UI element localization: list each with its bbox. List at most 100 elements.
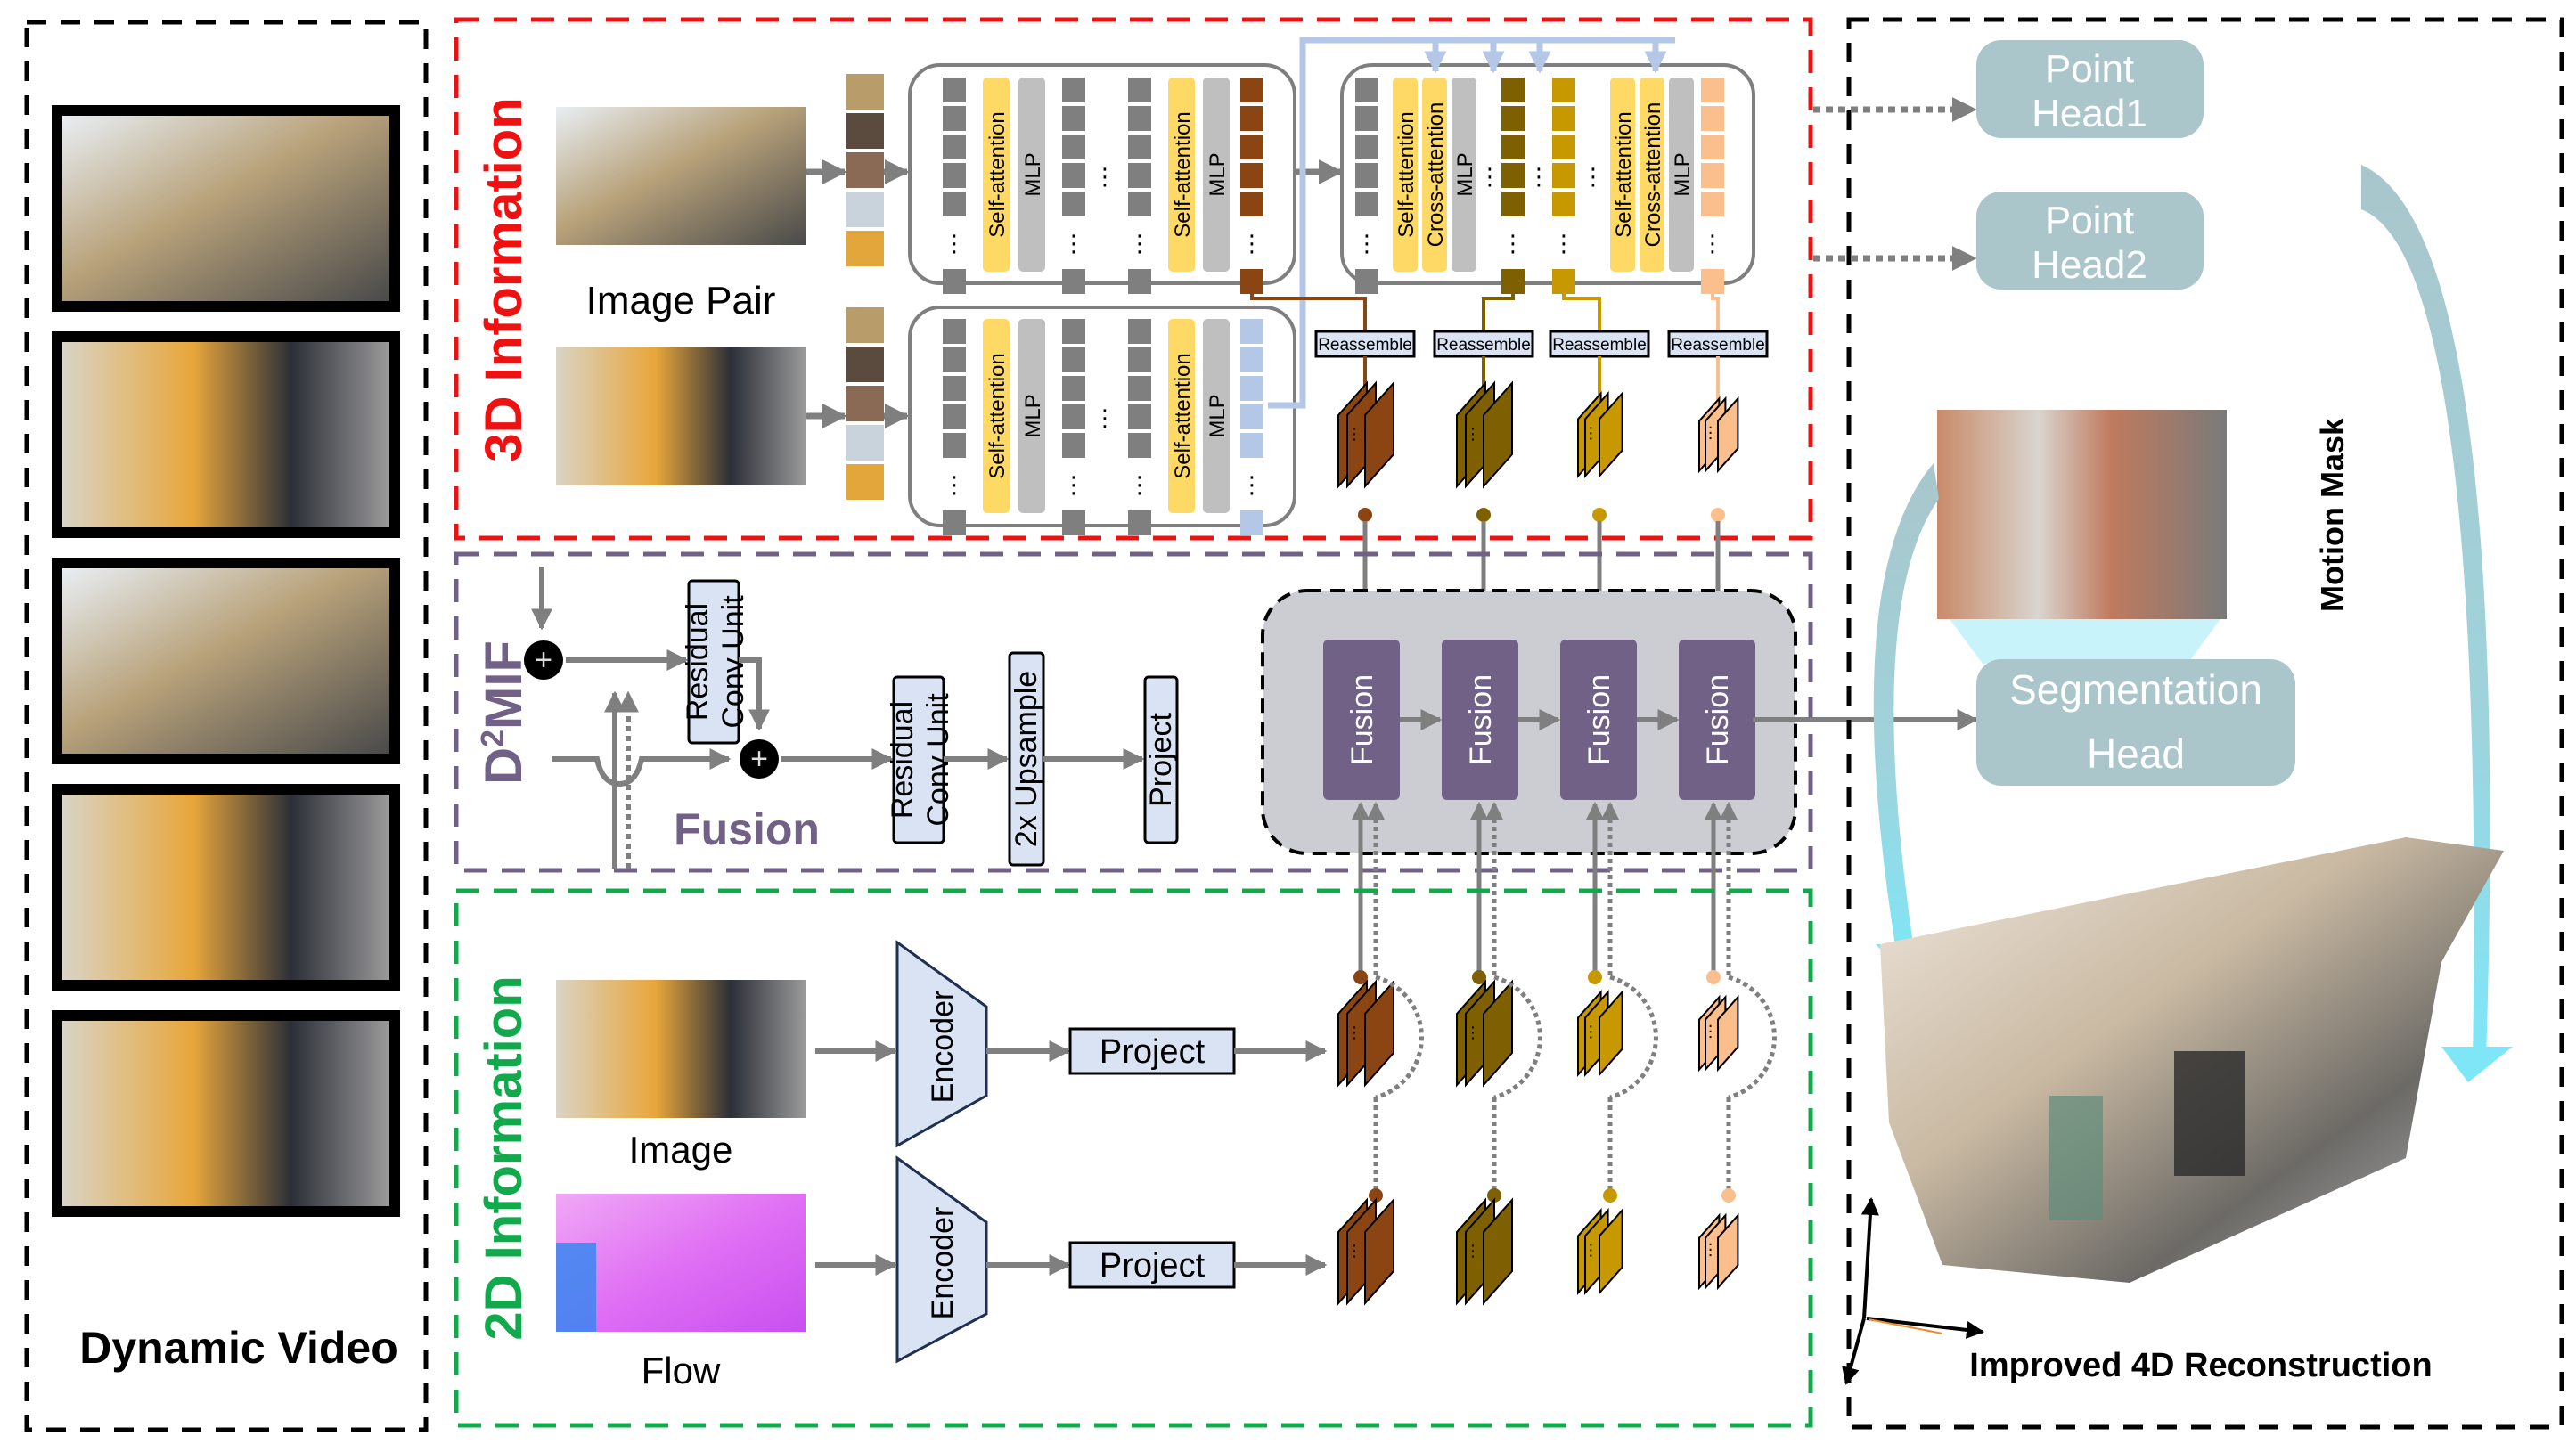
- ellipsis: ⋮: [1701, 230, 1724, 257]
- ellipsis: ⋮: [943, 471, 966, 498]
- arrow: [552, 748, 732, 787]
- block: [1669, 78, 1694, 272]
- token: [943, 510, 966, 535]
- token: [943, 376, 966, 401]
- ellipsis: ⋮: [1093, 404, 1116, 431]
- fusion-block: [1442, 640, 1518, 800]
- token: [943, 192, 966, 216]
- flow-person-left: [556, 1243, 596, 1332]
- token: [1355, 135, 1378, 159]
- ellipsis: ⋮: [1346, 1242, 1362, 1260]
- ellipsis: ⋮: [1478, 163, 1501, 190]
- connector-dot: [1476, 508, 1491, 522]
- block-label: MLP: [1021, 152, 1045, 196]
- token: [1240, 376, 1263, 401]
- token: [1128, 510, 1151, 535]
- flow-encoder-label: Encoder: [926, 1207, 960, 1320]
- video-frame-image: [62, 568, 389, 754]
- feature-map-slice: [1364, 1197, 1394, 1306]
- token: [1552, 163, 1575, 188]
- token: [1062, 163, 1085, 188]
- add-node: [740, 739, 779, 779]
- project-block: [1143, 675, 1179, 844]
- token: [1240, 163, 1263, 188]
- 2d-image-photo: [556, 980, 806, 1118]
- token: [1062, 192, 1085, 216]
- ellipsis: ⋮: [1582, 163, 1605, 190]
- ellipsis: ⋮: [1501, 230, 1525, 257]
- residual-conv-unit-2-label: ResidualConv Unit: [886, 693, 955, 827]
- dynamic-video-panel: Dynamic Video: [24, 20, 429, 1432]
- output-border: [1846, 17, 2564, 1430]
- segmentation-head-line1: Segmentation: [2009, 666, 2262, 713]
- reassemble-connector: [1482, 272, 1515, 331]
- connector-dot: [1588, 970, 1602, 984]
- image-patch: [846, 464, 884, 500]
- block-label: Cross-attention: [1424, 102, 1448, 248]
- ellipsis: ⋮: [1703, 424, 1719, 442]
- flow-label: Flow: [642, 1350, 721, 1391]
- token: [1355, 163, 1378, 188]
- point-cloud-person: [2049, 1096, 2103, 1220]
- token: [1240, 78, 1263, 102]
- token: [1240, 433, 1263, 458]
- connector-dot: [1592, 508, 1607, 522]
- point-head1: Point Head1: [1976, 40, 2204, 138]
- ellipsis: ⋮: [1582, 424, 1599, 442]
- fusion-block-label: Fusion: [1701, 674, 1735, 765]
- token: [1552, 192, 1575, 216]
- video-frame-image: [62, 342, 389, 527]
- token: [1240, 192, 1263, 216]
- connector-dot: [1353, 970, 1368, 984]
- mask-projection: [1950, 619, 2220, 664]
- 3d-information-title: 3D Information: [475, 97, 533, 461]
- block-label: MLP: [1671, 152, 1695, 196]
- token: [943, 433, 966, 458]
- reassemble-modules: Reassemble⋮Reassemble⋮Reassemble⋮Reassem…: [1250, 272, 1769, 639]
- token: [1240, 106, 1263, 131]
- image-patch: [846, 386, 884, 421]
- axis-y: [1860, 1197, 1879, 1319]
- fusion-block-label: Fusion: [1464, 674, 1498, 765]
- token: [1062, 269, 1085, 294]
- ellipsis: ⋮: [943, 230, 966, 257]
- feature-map-slice: [1717, 1212, 1739, 1291]
- reassemble-label: Reassemble: [1671, 336, 1765, 355]
- block: [1610, 78, 1635, 272]
- block: [1393, 78, 1418, 272]
- project-label: Project: [1144, 713, 1178, 807]
- block: [983, 319, 1010, 513]
- block-label: MLP: [1021, 394, 1045, 437]
- fusion-block: [1323, 640, 1400, 800]
- token: [1355, 269, 1378, 294]
- token: [1355, 78, 1378, 102]
- block: [1203, 78, 1230, 272]
- image-encoder: [895, 940, 988, 1148]
- point-head2-box: [1976, 192, 2204, 290]
- token: [1128, 163, 1151, 188]
- token: [1240, 510, 1263, 535]
- ellipsis: ⋮: [1465, 1024, 1481, 1041]
- token: [1701, 106, 1724, 131]
- token: [1128, 192, 1151, 216]
- connector-dot: [1358, 508, 1372, 522]
- fusion-block-label: Fusion: [1582, 674, 1616, 765]
- feature-map-slice: [1483, 1197, 1513, 1306]
- fusion-block: [1679, 640, 1755, 800]
- token: [1062, 404, 1085, 429]
- swoosh-arrow-right: [2361, 165, 2490, 1060]
- ellipsis: ⋮: [1062, 471, 1085, 498]
- ellipsis: ⋮: [1465, 1242, 1481, 1260]
- upsample-label: 2x Upsample: [1010, 671, 1043, 847]
- connector-dot: [1487, 1188, 1501, 1203]
- token: [943, 269, 966, 294]
- token: [1240, 135, 1263, 159]
- token: [1552, 135, 1575, 159]
- d2mif-border: [454, 551, 1813, 873]
- d2mif-panel: D2MIF Fusion + ResidualConv Unit + Resid…: [454, 551, 1979, 975]
- token: [1501, 106, 1525, 131]
- token: [1701, 192, 1724, 216]
- dynamic-video-title: Dynamic Video: [79, 1323, 398, 1373]
